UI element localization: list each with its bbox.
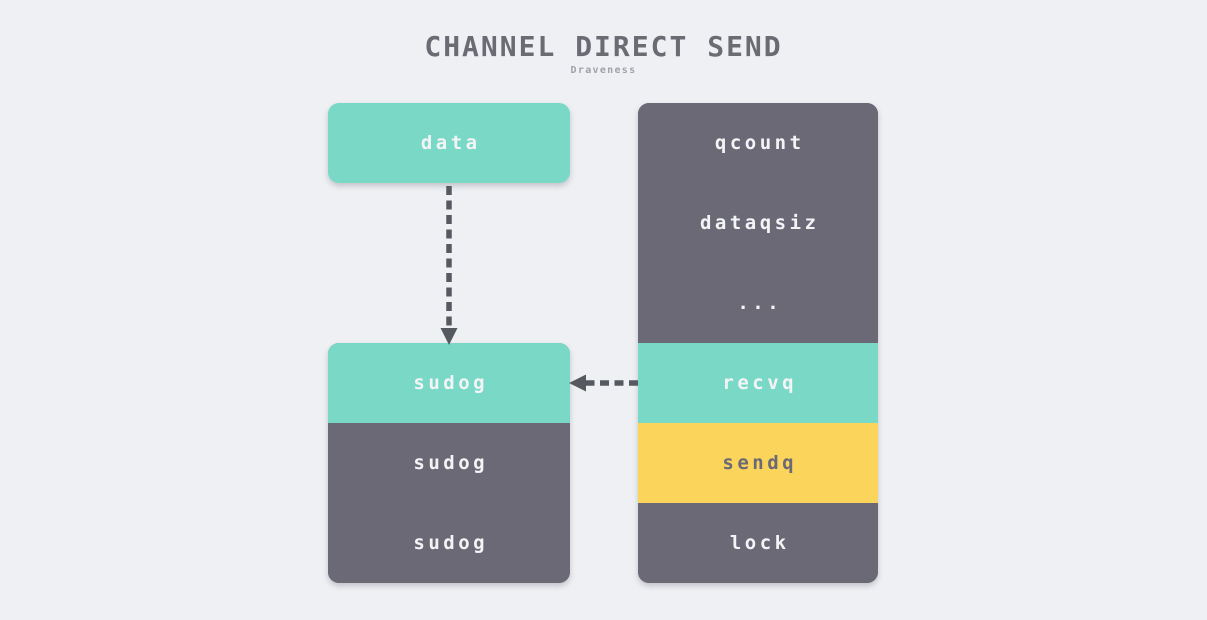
hchan-field-row: ... — [638, 263, 878, 343]
data-box-label: data — [420, 132, 481, 154]
row-label: sudog — [413, 372, 489, 394]
hchan-field-row: lock — [638, 503, 878, 583]
row-label: lock — [729, 532, 790, 554]
sudog-row: sudog — [328, 503, 570, 583]
hchan-field-row: dataqsiz — [638, 183, 878, 263]
row-label: dataqsiz — [699, 212, 820, 234]
hchan-field-row: recvq — [638, 343, 878, 423]
row-label: sendq — [722, 452, 798, 474]
sudog-row: sudog — [328, 423, 570, 503]
hchan-field-row: sendq — [638, 423, 878, 503]
data-box: data — [328, 103, 570, 183]
sudog-list-box: sudog sudog sudog — [328, 343, 570, 583]
arrow-recvq-to-sudog — [569, 374, 638, 392]
row-label: sudog — [413, 532, 489, 554]
hchan-struct-box: qcount dataqsiz... recvq sendq lock — [638, 103, 878, 583]
hchan-field-row: qcount — [638, 103, 878, 183]
arrow-data-to-sudog — [440, 186, 458, 345]
diagram-title: CHANNEL DIRECT SEND — [424, 30, 783, 63]
row-label: ... — [737, 292, 783, 314]
row-label: sudog — [413, 452, 489, 474]
sudog-row: sudog — [328, 343, 570, 423]
diagram-subtitle: Draveness — [570, 65, 637, 76]
row-label: recvq — [722, 372, 798, 394]
row-label: qcount — [714, 132, 805, 154]
